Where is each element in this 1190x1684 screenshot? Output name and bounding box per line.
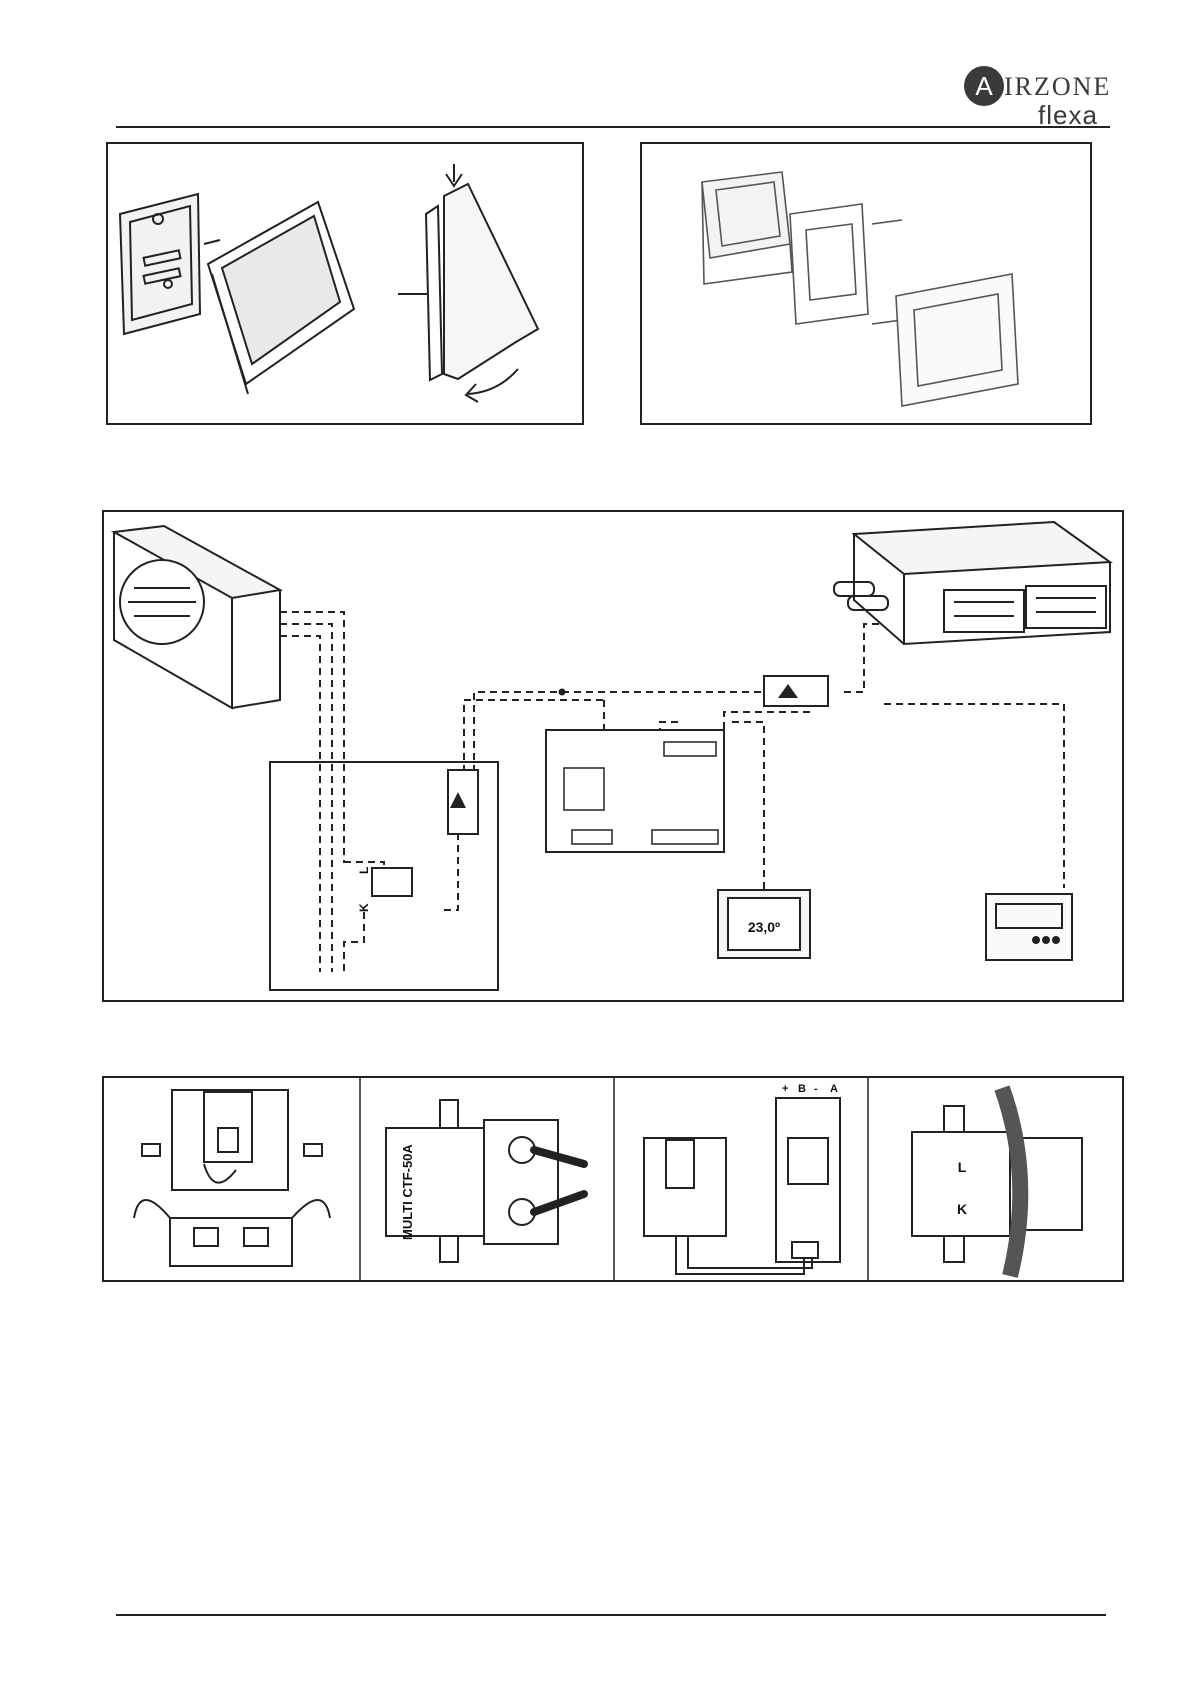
clamp-label-k: K [357, 903, 371, 912]
step-clamp-interface [644, 1098, 840, 1262]
figure-wiring-diagram: 23,0º [102, 510, 1124, 1002]
thermostat-reading: 23,0º [748, 919, 780, 935]
logo-initial: A [975, 71, 993, 101]
connector-label-1: + [782, 1083, 788, 1095]
header-rule [116, 126, 1110, 128]
clamp-label-l: L [357, 867, 371, 874]
connector-label-2: B [798, 1083, 806, 1095]
flush-mount-illustration [642, 144, 1090, 423]
figure-wall-mount [106, 142, 584, 425]
connector-label-3: - [814, 1083, 818, 1095]
figure-clamp-steps: MULTI CTF-50A + B - A L K [102, 1076, 1124, 1282]
connector-label-4: A [830, 1083, 838, 1095]
step-open-clamp [142, 1090, 322, 1266]
logo-brand-text: IRZONE [1004, 72, 1111, 102]
step4-label-l: L [958, 1159, 967, 1175]
wall-mount-illustration [108, 144, 582, 423]
step-clamp-on-cable [912, 1106, 1082, 1262]
sensor-model-label: MULTI CTF-50A [400, 1144, 415, 1240]
figure-flush-mount [640, 142, 1092, 425]
footer-rule [116, 1614, 1106, 1616]
step4-label-k: K [957, 1201, 967, 1217]
clamp-steps-svg: MULTI CTF-50A + B - A L K [104, 1078, 1122, 1280]
wiring-diagram-svg: 23,0º [104, 512, 1122, 1000]
